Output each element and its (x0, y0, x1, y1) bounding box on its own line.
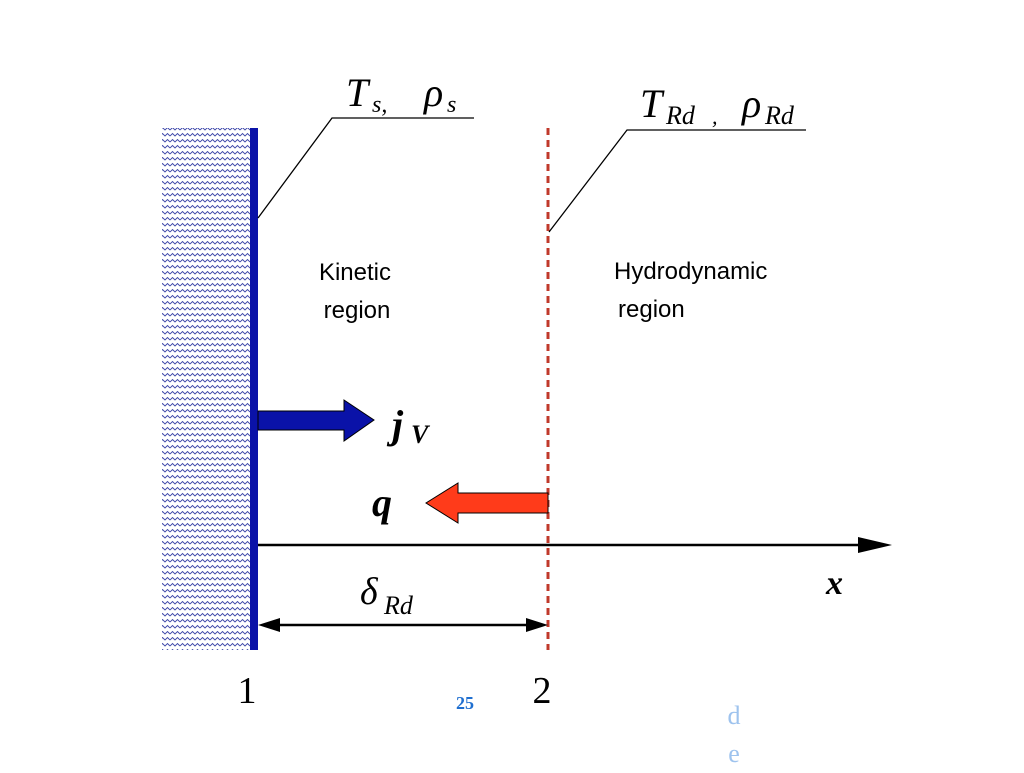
stray-text-e: e (728, 739, 740, 768)
wall-hatch (162, 128, 252, 650)
heat-flux-symbol: q (372, 480, 392, 525)
rd-temperature-subscript: Rd (665, 101, 696, 130)
delta-symbol: δ (360, 571, 379, 613)
vapor-flux-symbol: j (386, 402, 404, 447)
heat-flux-arrow (425, 482, 549, 524)
kinetic-region-label-line2: region (324, 297, 391, 324)
delta-arrowhead-left (258, 618, 280, 632)
delta-arrowhead-right (526, 618, 548, 632)
hydrodynamic-region-label-line1: Hydrodynamic (614, 258, 767, 285)
boundary-1-label: 1 (238, 670, 257, 712)
vapor-flux-subscript: V (411, 420, 431, 449)
surface-boundary (250, 128, 258, 650)
surface-density-subscript: s (447, 92, 456, 118)
rd-temperature-symbol: T (640, 81, 665, 126)
vapor-flux-arrow (257, 399, 375, 442)
x-axis-label: x (825, 565, 843, 602)
surface-temperature-subscript: s, (372, 92, 387, 118)
hydrodynamic-region-label-line2: region (618, 296, 685, 323)
x-axis-arrowhead (858, 537, 892, 553)
rd-density-subscript: Rd (764, 101, 795, 130)
surface-leader-line (257, 117, 474, 219)
surface-temperature-symbol: T (346, 70, 371, 115)
kinetic-region-label-line1: Kinetic (319, 259, 391, 286)
page-number: 25 (456, 693, 474, 713)
rd-density-symbol: ρ (740, 81, 761, 126)
surface-density-symbol: ρ (422, 70, 443, 115)
rd-comma: , (712, 104, 718, 129)
boundary-2-label: 2 (533, 670, 552, 712)
rd-leader-line (548, 129, 806, 233)
delta-subscript: Rd (383, 591, 414, 620)
stray-text-d: d (728, 701, 741, 730)
